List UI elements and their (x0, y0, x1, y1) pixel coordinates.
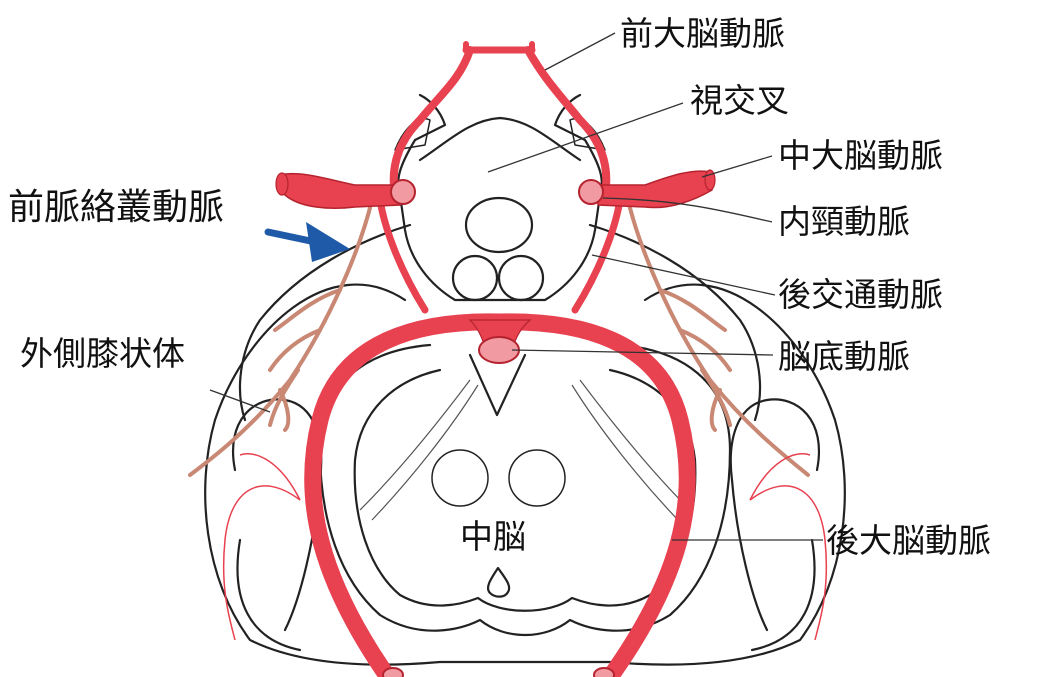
left-hippocampal-lobe (238, 540, 301, 650)
left-peduncle-line (360, 380, 470, 510)
leader-anterior-cerebral (545, 33, 615, 70)
middle-cerebral-arteries (276, 170, 715, 208)
right-choroidal-br4 (712, 390, 720, 430)
label-internal-carotid-artery: 内頸動脈 (778, 202, 910, 241)
left-anterior-cerebral-artery (394, 50, 470, 195)
right-ica-cut (579, 180, 603, 204)
label-basilar-artery: 脳底動脈 (778, 337, 910, 376)
left-pca-cut (383, 668, 403, 677)
left-choroidal-br4 (280, 390, 288, 430)
cerebral-aqueduct (488, 568, 509, 597)
leader-posterior-communicating (592, 255, 775, 295)
interpeduncular-fossa (470, 355, 525, 415)
label-optic-chiasm: 視交叉 (690, 81, 789, 120)
left-middle-cerebral-artery (280, 174, 400, 209)
right-pca-cut (594, 668, 614, 677)
left-mammillary-body (453, 256, 497, 300)
pituitary-stalk (466, 198, 532, 252)
left-ica-cut (391, 180, 415, 204)
basilar-artery (470, 320, 530, 363)
label-lateral-geniculate-body: 外側膝状体 (20, 334, 185, 373)
midbrain-inner (355, 370, 696, 611)
label-posterior-communicating-artery: 後交通動脈 (778, 275, 943, 314)
leader-middle-cerebral (702, 156, 772, 177)
right-peduncle-line-2 (572, 385, 678, 520)
right-red-nucleus (509, 450, 565, 506)
left-choroidal-main (190, 200, 372, 475)
right-temporal-lobe (731, 399, 819, 630)
right-mammillary-body (499, 256, 543, 300)
label-posterior-cerebral-artery: 後大脳動脈 (826, 521, 991, 560)
right-middle-cerebral-artery (598, 171, 712, 207)
left-mca-tip (276, 173, 288, 195)
left-red-nucleus (432, 450, 488, 506)
pca-cut-ends (383, 668, 614, 677)
label-midbrain: 中脳 (460, 517, 526, 556)
label-anterior-choroidal-artery: 前脈絡叢動脈 (8, 187, 224, 228)
label-anterior-cerebral-artery: 前大脳動脈 (620, 14, 785, 53)
left-peduncle-line-2 (372, 385, 478, 520)
right-anterior-cerebral-artery (528, 50, 606, 195)
label-middle-cerebral-artery: 中大脳動脈 (778, 136, 943, 175)
leader-optic-chiasm (488, 103, 683, 172)
arrow-head (306, 222, 350, 262)
right-choroidal-br2 (680, 330, 730, 370)
internal-carotid-ends (391, 180, 603, 204)
left-choroidal-br2 (270, 330, 320, 370)
